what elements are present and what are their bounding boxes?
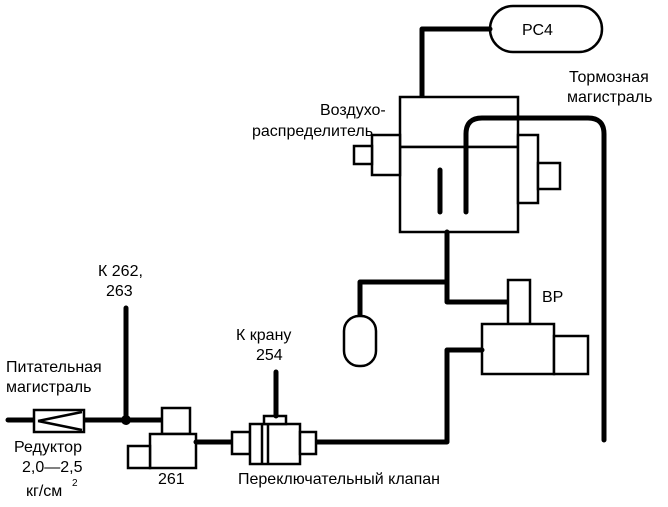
k262-label-2: 263 (106, 283, 133, 300)
brake-line-label-1: Тормозная (569, 69, 649, 86)
air-distributor (352, 95, 562, 234)
brake-line-label-2: магистраль (567, 89, 652, 106)
junction-node (121, 415, 131, 425)
air-distributor-label-2: распределитель (252, 123, 373, 140)
k262-label-1: К 262, (98, 263, 143, 280)
vr-to-switch-pipe (313, 347, 485, 445)
reducer (32, 408, 86, 434)
valve-261-label: 261 (158, 471, 185, 488)
switch-valve (230, 414, 318, 466)
vr-label: ВР (542, 289, 563, 306)
inner-pipe-a (463, 115, 607, 443)
supply-line-label-2: магистраль (6, 379, 91, 396)
supply-line-label-1: Питательная (6, 359, 102, 376)
reducer-label-3: кг/см (26, 483, 62, 500)
vr-valve (480, 278, 590, 376)
switch-valve-label: Переключательный клапан (238, 471, 440, 488)
k-kranu-label-2: 254 (256, 347, 283, 364)
reducer-label-1: Редуктор (14, 439, 82, 456)
k-kranu-label-1: К крану (236, 327, 291, 344)
air-distributor-label-1: Воздухо- (320, 102, 386, 119)
reducer-label-sup: 2 (72, 478, 78, 489)
distributor-to-vr-pipe (444, 229, 511, 305)
reservoir-branch-pipe (357, 279, 450, 319)
rc4-label: РС4 (522, 22, 553, 39)
small-reservoir (342, 314, 378, 368)
reducer-label-2: 2,0—2,5 (22, 459, 83, 476)
valve-261 (126, 406, 198, 470)
